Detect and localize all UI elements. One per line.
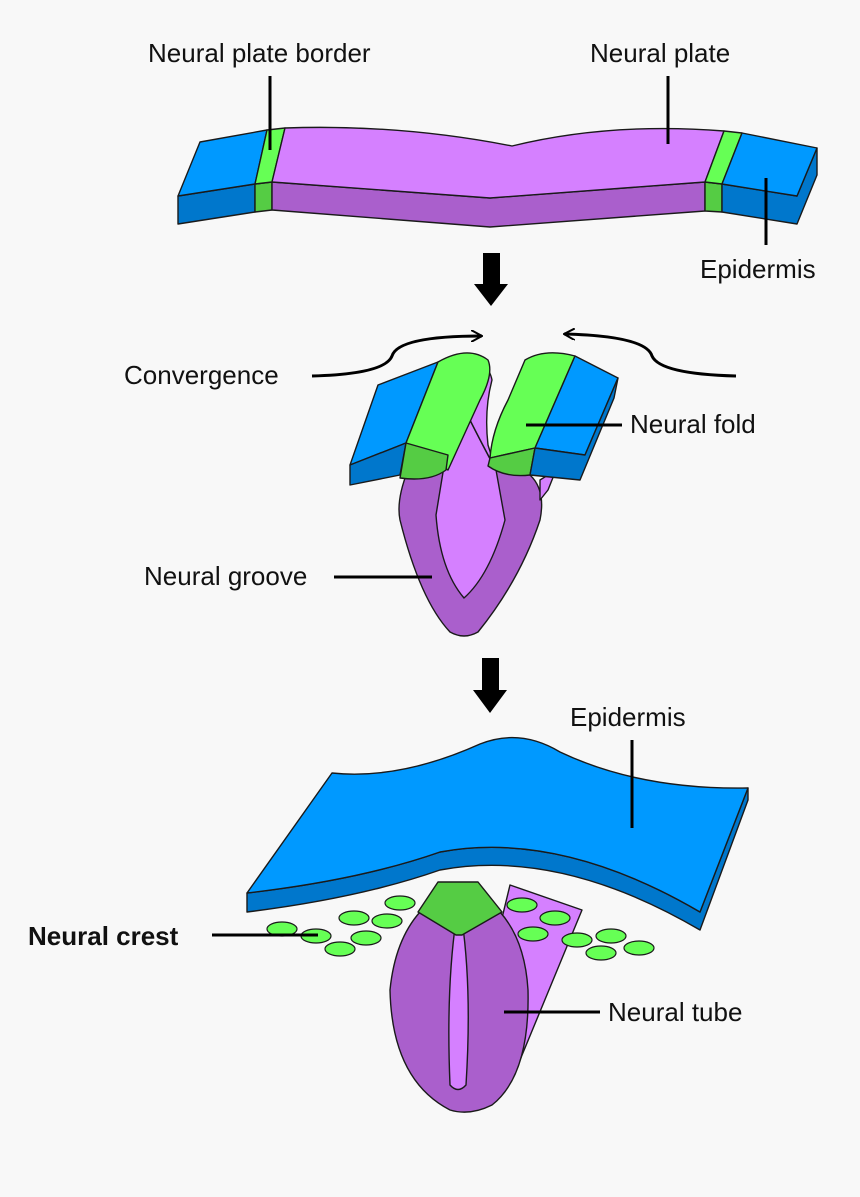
fold-left-green-top — [405, 352, 491, 471]
crest-cell — [595, 928, 627, 944]
crest-cell — [324, 941, 356, 957]
crest-cell — [506, 897, 538, 913]
plate-side-border-right — [704, 181, 723, 213]
tube-roof-green — [417, 881, 503, 936]
plate-side-border-left — [254, 181, 273, 213]
crest-cell — [384, 895, 416, 911]
crest-cell — [338, 910, 370, 926]
crest-cell — [350, 930, 382, 946]
label-neural-tube: Neural tube — [608, 997, 742, 1027]
plate-top-neural-plate — [271, 126, 725, 199]
crest-cell — [517, 926, 549, 942]
fold-left-green-cap — [399, 442, 449, 480]
label-epidermis-top: Epidermis — [700, 254, 816, 284]
crest-cell — [623, 940, 655, 956]
fold-right-epidermis-side — [529, 377, 619, 481]
stage-neural-plate — [177, 126, 818, 228]
label-neural-fold: Neural fold — [630, 409, 756, 439]
plate-top-epidermis-right — [721, 132, 818, 197]
crest-cell — [561, 932, 593, 948]
convergence-arrow-icon-right — [564, 334, 737, 378]
label-neural-groove: Neural groove — [144, 561, 307, 591]
down-arrow-icon-2 — [473, 658, 507, 713]
crest-cell — [539, 910, 571, 926]
epidermis-sheet — [246, 736, 749, 931]
neural-crest-cells — [266, 895, 655, 961]
epidermis-sheet-top — [246, 736, 749, 913]
label-neural-plate-border: Neural plate border — [148, 38, 371, 68]
crest-cell — [371, 913, 403, 929]
stage-neural-tube — [389, 881, 583, 1113]
crest-cell — [585, 945, 617, 961]
label-neural-plate: Neural plate — [590, 38, 730, 68]
label-epidermis-bottom: Epidermis — [570, 702, 686, 732]
label-convergence: Convergence — [124, 360, 279, 390]
down-arrow-icon — [474, 253, 508, 306]
label-neural-crest: Neural crest — [28, 921, 179, 951]
stage-neural-groove — [349, 352, 619, 637]
convergence-arrow-icon — [311, 336, 482, 378]
